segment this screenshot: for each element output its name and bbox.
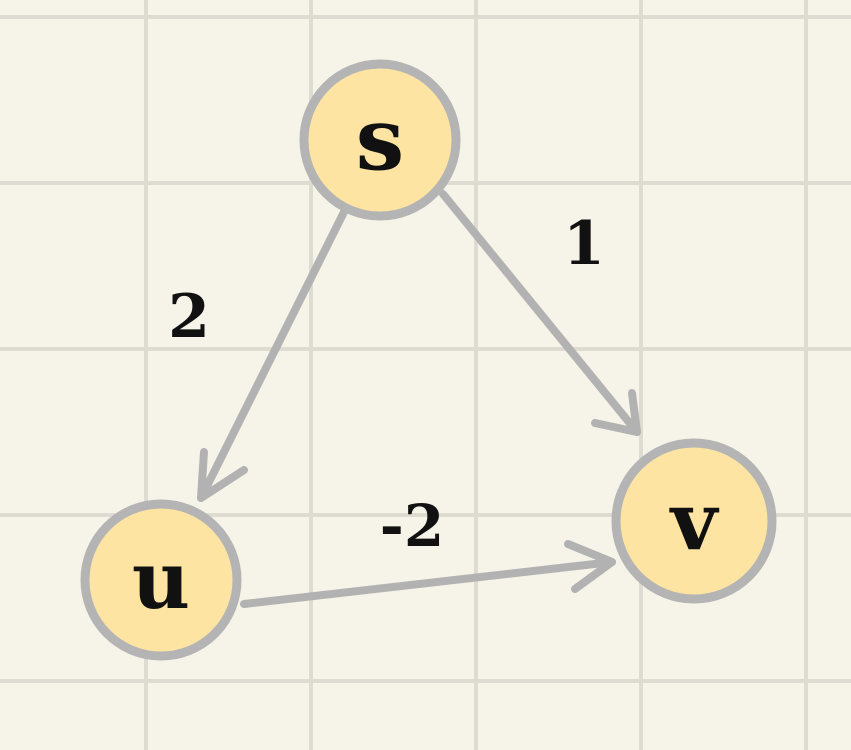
edge-line xyxy=(439,190,641,436)
edge-line xyxy=(197,204,350,502)
edge-weight-s-u: 2 xyxy=(168,282,210,352)
edge-s-to-v xyxy=(439,190,641,436)
arrowhead-icon xyxy=(197,448,248,502)
edge-weight-u-v: -2 xyxy=(380,492,444,560)
edge-u-to-v xyxy=(240,540,616,608)
node-v[interactable]: v xyxy=(611,438,777,604)
nodes: s u v xyxy=(80,59,777,661)
arrowhead-icon xyxy=(591,389,641,436)
edge-weight-s-v: 1 xyxy=(563,209,605,279)
node-circle xyxy=(299,59,461,221)
edge-labels: 2 1 -2 xyxy=(168,209,605,560)
node-circle xyxy=(80,499,242,661)
node-u[interactable]: u xyxy=(80,499,242,661)
edge-line xyxy=(240,558,616,608)
node-label-v: v xyxy=(669,474,720,568)
edges xyxy=(197,190,641,608)
node-circle xyxy=(611,438,777,604)
node-label-u: u xyxy=(132,533,190,627)
node-label-s: s xyxy=(356,90,404,191)
node-s[interactable]: s xyxy=(299,59,461,221)
arrowhead-icon xyxy=(564,540,616,593)
edge-s-to-u xyxy=(197,204,350,502)
